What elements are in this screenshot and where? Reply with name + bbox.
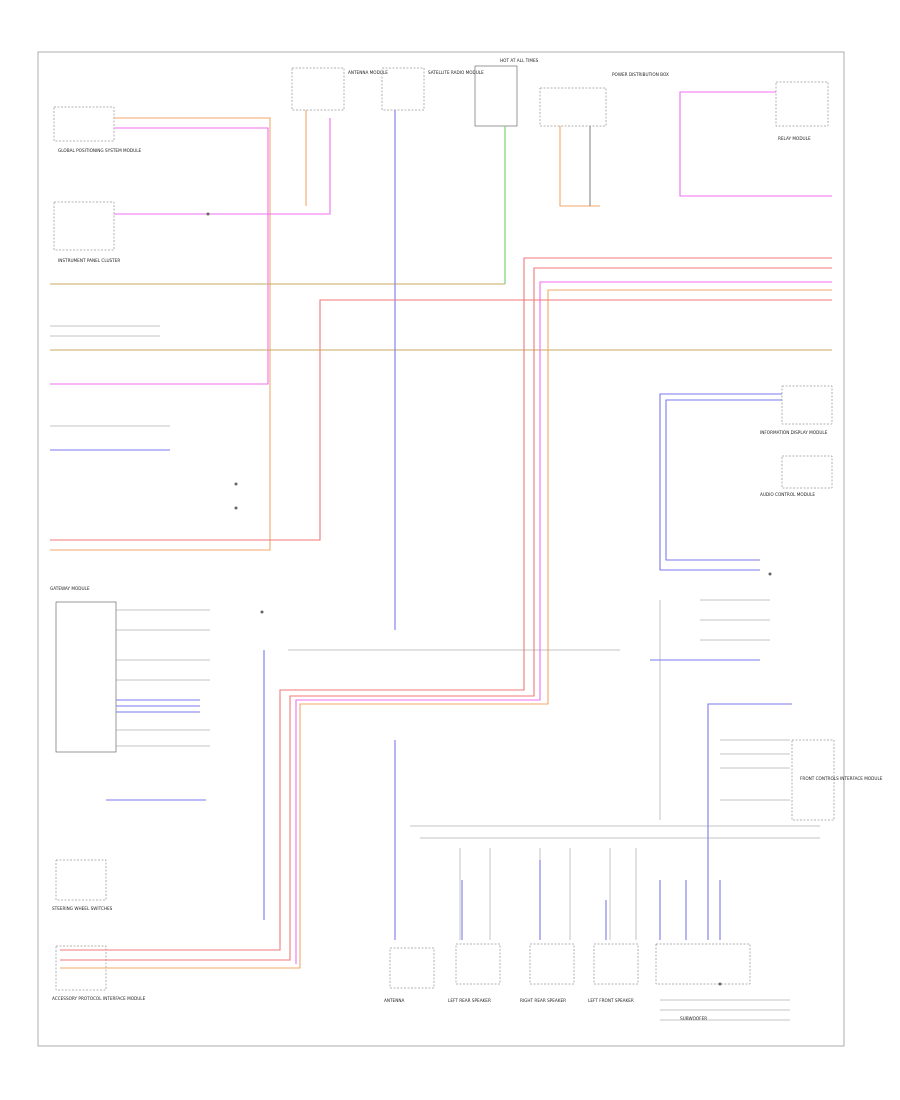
- component-right-rear-speaker: RIGHT REAR SPEAKER: [520, 943, 575, 1003]
- svg-text:HOT AT ALL TIMES: HOT AT ALL TIMES: [500, 58, 539, 63]
- svg-text:SATELLITE RADIO MODULE: SATELLITE RADIO MODULE: [428, 70, 484, 75]
- component-satellite-radio: SATELLITE RADIO MODULE: [381, 67, 484, 111]
- component-power-distribution: POWER DISTRIBUTION BOX: [539, 72, 669, 127]
- component-antenna-bottom: ANTENNA: [384, 947, 435, 1003]
- svg-text:AUDIO CONTROL MODULE: AUDIO CONTROL MODULE: [760, 492, 815, 497]
- svg-text:POWER DISTRIBUTION BOX: POWER DISTRIBUTION BOX: [612, 72, 669, 77]
- component-steering-switches: STEERING WHEEL SWITCHES: [52, 859, 113, 911]
- wire-pink-tr: [679, 91, 832, 197]
- component-apim: ACCESSORY PROTOCOL INTERFACE MODULE: [52, 945, 146, 1001]
- wire-pink-bus: [295, 281, 832, 964]
- component-relay-module: RELAY MODULE: [775, 81, 829, 141]
- component-gateway: GATEWAY MODULE: [50, 586, 117, 753]
- component-antenna-module: ANTENNA MODULE: [291, 67, 388, 111]
- component-info-display: INFORMATION DISPLAY MODULE: [760, 385, 833, 435]
- wire-blue-spk1: [461, 860, 721, 940]
- wire-orange-tr: [559, 126, 600, 207]
- component-left-rear-speaker: LEFT REAR SPEAKER: [448, 943, 501, 1003]
- svg-text:FRONT CONTROLS INTERFACE MODUL: FRONT CONTROLS INTERFACE MODULE: [800, 776, 883, 781]
- svg-text:GATEWAY MODULE: GATEWAY MODULE: [50, 586, 90, 591]
- svg-text:RIGHT REAR SPEAKER: RIGHT REAR SPEAKER: [520, 998, 566, 1003]
- wire-bottom-bundle: [410, 825, 820, 940]
- wire-pink-top: [50, 127, 269, 385]
- wire-gray-misc: [50, 325, 790, 1021]
- component-subwoofer: SUBWOOFER: [655, 943, 751, 1021]
- svg-text:RELAY MODULE: RELAY MODULE: [778, 136, 811, 141]
- wire-red-bus-1: [60, 257, 832, 951]
- wire-pink-cluster: [114, 118, 331, 215]
- component-left-front-speaker: LEFT FRONT SPEAKER: [588, 943, 639, 1003]
- wire-blue-r4: [707, 703, 792, 940]
- wire-group: [50, 91, 832, 1021]
- component-cluster: INSTRUMENT PANEL CLUSTER: [53, 201, 120, 263]
- wire-orange-bus: [60, 289, 832, 969]
- svg-text:INSTRUMENT PANEL CLUSTER: INSTRUMENT PANEL CLUSTER: [58, 258, 120, 263]
- component-fuse-box: HOT AT ALL TIMES: [474, 58, 539, 127]
- wire-orange-top: [50, 117, 271, 551]
- component-audio-control: AUDIO CONTROL MODULE: [760, 455, 833, 497]
- svg-text:SUBWOOFER: SUBWOOFER: [680, 1016, 707, 1021]
- diagram-frame: [37, 51, 845, 1047]
- wire-blue-gw: [116, 699, 200, 713]
- svg-text:GLOBAL POSITIONING SYSTEM MODU: GLOBAL POSITIONING SYSTEM MODULE: [58, 148, 142, 153]
- wire-red-bus-3: [50, 299, 832, 541]
- svg-text:STEERING WHEEL SWITCHES: STEERING WHEEL SWITCHES: [52, 906, 113, 911]
- wire-blue-r1: [659, 393, 782, 571]
- svg-text:ACCESSORY PROTOCOL INTERFACE M: ACCESSORY PROTOCOL INTERFACE MODULE: [52, 996, 146, 1001]
- connector-dots: [206, 212, 772, 986]
- svg-text:LEFT REAR SPEAKER: LEFT REAR SPEAKER: [448, 998, 491, 1003]
- svg-text:ANTENNA MODULE: ANTENNA MODULE: [348, 70, 388, 75]
- wire-blue-r2: [665, 399, 782, 561]
- svg-text:INFORMATION DISPLAY MODULE: INFORMATION DISPLAY MODULE: [760, 430, 828, 435]
- wire-red-bus-2: [60, 267, 832, 961]
- component-top-left: GLOBAL POSITIONING SYSTEM MODULE: [53, 106, 142, 153]
- svg-text:LEFT FRONT SPEAKER: LEFT FRONT SPEAKER: [588, 998, 634, 1003]
- component-fcim: FRONT CONTROLS INTERFACE MODULE: [791, 739, 883, 821]
- svg-text:ANTENNA: ANTENNA: [384, 998, 404, 1003]
